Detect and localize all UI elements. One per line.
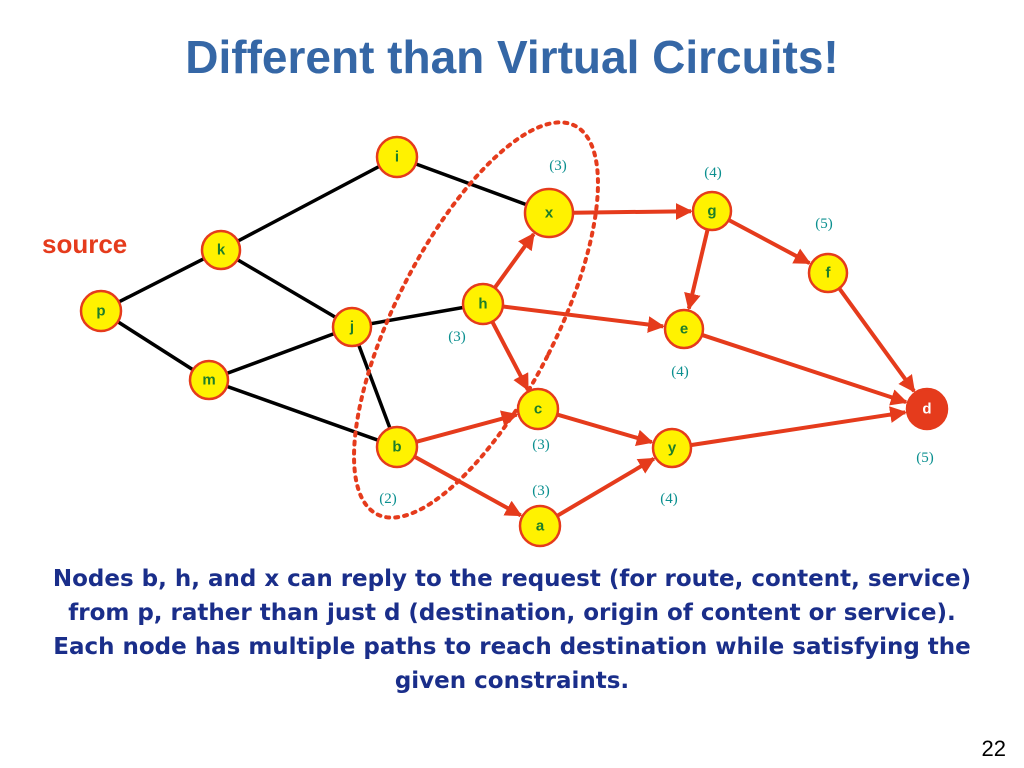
caption: Nodes b, h, and x can reply to the reque… (30, 562, 994, 698)
constraint-label-d: (5) (916, 450, 934, 466)
constraint-label-f: (5) (815, 216, 833, 232)
node-h: h (461, 282, 505, 326)
node-y-circle (651, 427, 693, 469)
page-number: 22 (981, 736, 1006, 761)
node-i-label: i (395, 149, 399, 166)
slide-title: Different than Virtual Circuits! (185, 31, 839, 83)
node-p-circle (79, 289, 123, 333)
edge-p-k (100, 248, 222, 313)
node-m-circle (188, 359, 230, 401)
node-d-circle (905, 387, 949, 431)
edge-i-x (396, 155, 550, 215)
node-f-label: f (826, 265, 832, 282)
node-p-label: p (96, 303, 105, 320)
edge-g-f (727, 218, 811, 265)
constraint-label-b: (2) (379, 491, 397, 507)
edge-p-m (100, 309, 210, 382)
node-m-label: m (202, 372, 215, 389)
node-f: f (807, 252, 849, 294)
node-h-circle (461, 282, 505, 326)
node-g-circle (691, 190, 733, 232)
node-y-label: y (668, 440, 677, 457)
node-k: k (200, 229, 242, 271)
edge-b-a (413, 454, 523, 518)
constraint-label-a: (3) (532, 483, 550, 499)
node-k-circle (200, 229, 242, 271)
constraint-label-x: (3) (549, 158, 567, 174)
node-c: c (516, 387, 560, 431)
node-e: e (663, 308, 705, 350)
source-label: source (42, 229, 127, 259)
caption-line-1: Nodes b, h, and x can reply to the reque… (52, 566, 972, 626)
node-a-label: a (536, 518, 545, 535)
nodes-layer: i x g k f p h j e m c d b y a (79, 135, 949, 548)
node-x: x (523, 187, 575, 239)
node-x-circle (523, 187, 575, 239)
edge-x-g (572, 203, 693, 220)
node-d: d (905, 387, 949, 431)
edge-y-d (690, 406, 907, 448)
node-a: a (518, 504, 562, 548)
node-j-circle (331, 306, 373, 348)
node-m: m (188, 359, 230, 401)
node-i-circle (375, 135, 419, 179)
edge-k-j (220, 248, 353, 329)
edge-h-e (502, 304, 665, 333)
constraint-label-y: (4) (660, 491, 678, 507)
node-i: i (375, 135, 419, 179)
caption-line-2: Each node has multiple paths to reach de… (53, 634, 971, 694)
edge-m-b (208, 378, 398, 449)
edges-layer (100, 155, 916, 518)
responder-ellipse (352, 120, 600, 520)
edge-h-x (493, 232, 536, 289)
node-e-label: e (680, 321, 688, 338)
node-c-circle (516, 387, 560, 431)
constraint-label-e: (4) (671, 364, 689, 380)
edge-m-j (208, 325, 353, 382)
edge-f-d (837, 287, 916, 393)
node-x-label: x (545, 205, 554, 222)
edge-g-e (684, 229, 710, 311)
edge-j-h (351, 302, 484, 329)
constraint-label-g: (4) (704, 165, 722, 181)
edge-k-i (220, 155, 398, 252)
node-y: y (651, 427, 693, 469)
node-c-label: c (534, 401, 542, 418)
node-h-label: h (478, 296, 487, 313)
edge-a-y (556, 456, 656, 518)
node-b: b (375, 425, 419, 469)
node-g-label: g (707, 203, 716, 220)
edge-b-c (415, 410, 519, 444)
node-b-label: b (392, 439, 401, 456)
node-d-label: d (922, 401, 931, 418)
node-f-circle (807, 252, 849, 294)
node-p: p (79, 289, 123, 333)
edge-e-d (701, 333, 908, 406)
constraint-label-h: (3) (448, 329, 466, 345)
node-k-label: k (217, 242, 226, 259)
constraint-label-c: (3) (532, 437, 550, 453)
node-g: g (691, 190, 733, 232)
edge-h-c (490, 320, 530, 391)
constraint-labels-layer: (3) (4) (5) (3) (4) (3) (5) (3) (2) (4) (379, 158, 934, 507)
edge-j-b (350, 326, 399, 448)
node-a-circle (518, 504, 562, 548)
node-b-circle (375, 425, 419, 469)
edge-c-y (556, 412, 654, 446)
node-j-label: j (349, 319, 354, 336)
node-e-circle (663, 308, 705, 350)
node-j: j (331, 306, 373, 348)
